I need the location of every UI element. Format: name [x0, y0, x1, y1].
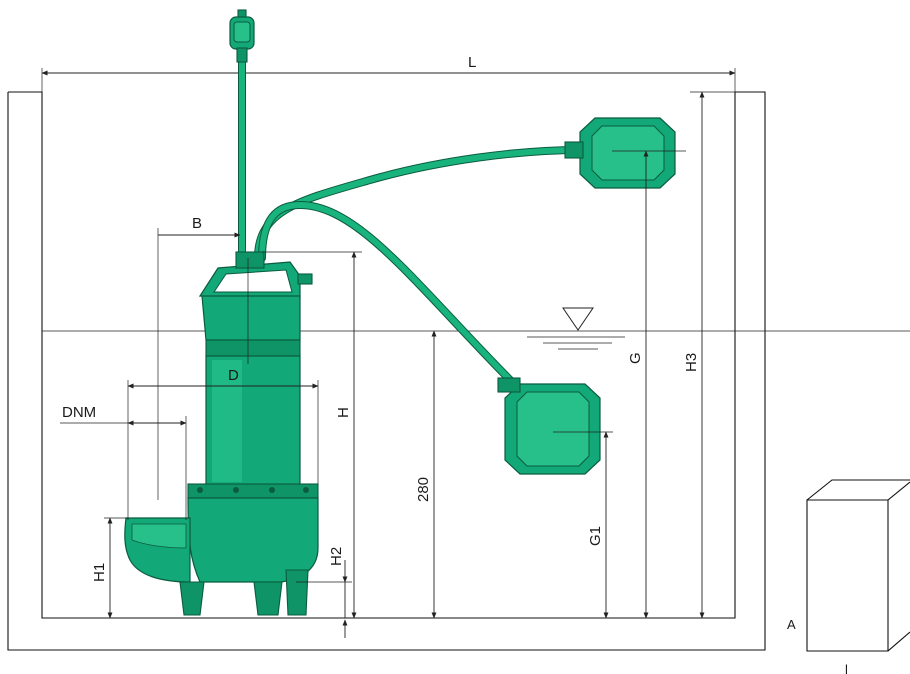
- dimension-L: L: [41, 54, 736, 92]
- dimension-H2: H2: [296, 547, 352, 638]
- label-H1: H1: [91, 563, 108, 582]
- label-box-l: l: [845, 662, 848, 674]
- dimension-G: G: [612, 150, 686, 619]
- label-D: D: [228, 367, 239, 384]
- label-box-A: A: [787, 617, 796, 632]
- label-G: G: [627, 352, 644, 364]
- label-H: H: [335, 407, 352, 418]
- label-H3: H3: [683, 353, 700, 372]
- plug-icon: [229, 9, 255, 63]
- dimension-H: H: [262, 251, 362, 619]
- box-dimension-icon: A l: [787, 479, 910, 674]
- dimension-H3: H3: [683, 91, 735, 619]
- dimension-H1: H1: [91, 517, 128, 619]
- label-L: L: [468, 54, 476, 71]
- dimension-G1: G1: [553, 431, 613, 619]
- label-DNM: DNM: [62, 404, 96, 421]
- dimension-D: D: [127, 258, 319, 520]
- label-H2: H2: [328, 547, 345, 566]
- label-G1: G1: [587, 526, 604, 546]
- dimension-B: B: [157, 215, 241, 500]
- pump-body: [124, 251, 319, 616]
- float-cables: [254, 146, 584, 394]
- dimension-DNM: DNM: [60, 404, 187, 520]
- label-B: B: [192, 215, 202, 232]
- dimension-280: 280: [415, 330, 437, 619]
- upper-float-switch: [564, 117, 676, 189]
- lower-float-switch: [497, 377, 601, 475]
- label-280: 280: [415, 477, 432, 502]
- water-level-symbol: [527, 307, 625, 350]
